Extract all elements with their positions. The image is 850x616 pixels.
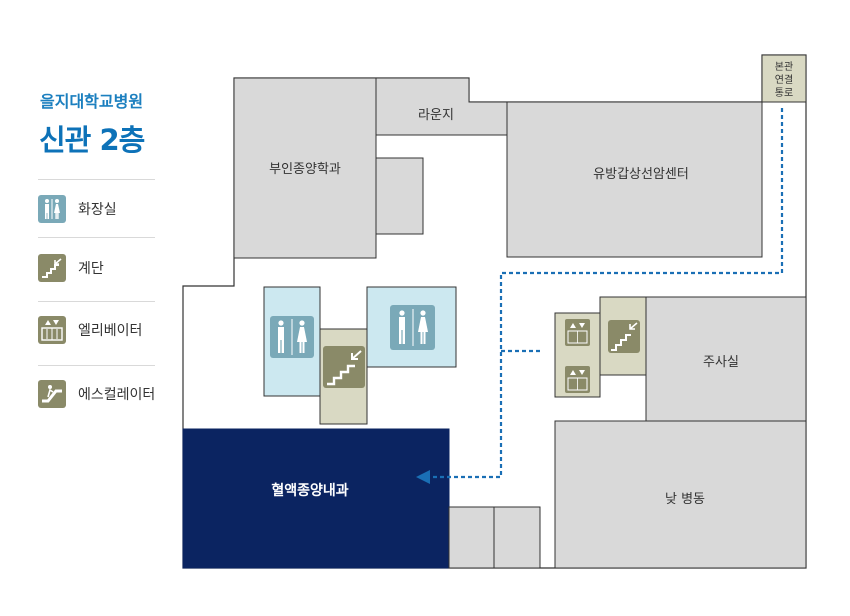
room-label-obgyn: 부인종양학과 bbox=[269, 162, 341, 177]
stairs-icon bbox=[323, 346, 365, 388]
elevator-icon bbox=[565, 319, 590, 346]
legend-divider bbox=[38, 237, 155, 238]
room-injection[interactable] bbox=[645, 296, 807, 422]
legend-label: 에스컬레이터 bbox=[78, 387, 156, 403]
escalator-icon bbox=[38, 380, 66, 408]
room-label-day-ward: 낮 병동 bbox=[665, 492, 705, 507]
floor-title: 신관 2층 bbox=[39, 123, 145, 157]
connector-label-2: 연결 bbox=[775, 74, 793, 86]
legend-item-stairs: 계단 bbox=[38, 254, 104, 282]
room-small[interactable] bbox=[375, 157, 424, 235]
room-day-ward[interactable] bbox=[554, 420, 807, 569]
elevator-icon bbox=[565, 366, 590, 393]
room-label-hemato-oncology: 혈액종양내과 bbox=[271, 482, 348, 499]
restroom-icon bbox=[38, 195, 66, 223]
route-path bbox=[430, 108, 784, 479]
legend-divider bbox=[38, 301, 155, 302]
room-label-cancer-center: 유방갑상선암센터 bbox=[593, 167, 689, 182]
legend-item-restroom: 화장실 bbox=[38, 195, 117, 223]
room-hemato-oncology[interactable] bbox=[182, 428, 450, 569]
connector-passage[interactable] bbox=[761, 54, 807, 103]
hospital-name: 을지대학교병원 bbox=[40, 92, 144, 111]
legend-label: 화장실 bbox=[78, 202, 117, 218]
legend-label: 계단 bbox=[78, 261, 104, 277]
connector-label-3: 통로 bbox=[775, 87, 793, 99]
room-cancer-center[interactable] bbox=[506, 101, 763, 258]
route-arrow-icon bbox=[416, 470, 430, 484]
room-label-lounge: 라운지 bbox=[418, 108, 454, 123]
legend-item-escalator: 에스컬레이터 bbox=[38, 380, 155, 408]
room-obgyn[interactable] bbox=[233, 77, 377, 259]
connector-label-1: 본관 bbox=[775, 61, 793, 73]
stairs-icon bbox=[38, 254, 66, 282]
legend-divider bbox=[38, 179, 155, 180]
restroom-icon bbox=[270, 316, 314, 358]
room-small-bottom-1[interactable] bbox=[448, 506, 495, 569]
restroom-icon bbox=[390, 305, 435, 350]
room-label-injection: 주사실 bbox=[703, 355, 739, 370]
legend-label: 엘리베이터 bbox=[78, 323, 143, 339]
elevator-icon bbox=[38, 316, 66, 344]
room-small-bottom-2[interactable] bbox=[493, 506, 541, 569]
legend-divider bbox=[38, 365, 155, 366]
legend-item-elevator: 엘리베이터 bbox=[38, 316, 142, 344]
room-lounge[interactable] bbox=[375, 77, 508, 136]
stairs-icon bbox=[608, 320, 640, 353]
